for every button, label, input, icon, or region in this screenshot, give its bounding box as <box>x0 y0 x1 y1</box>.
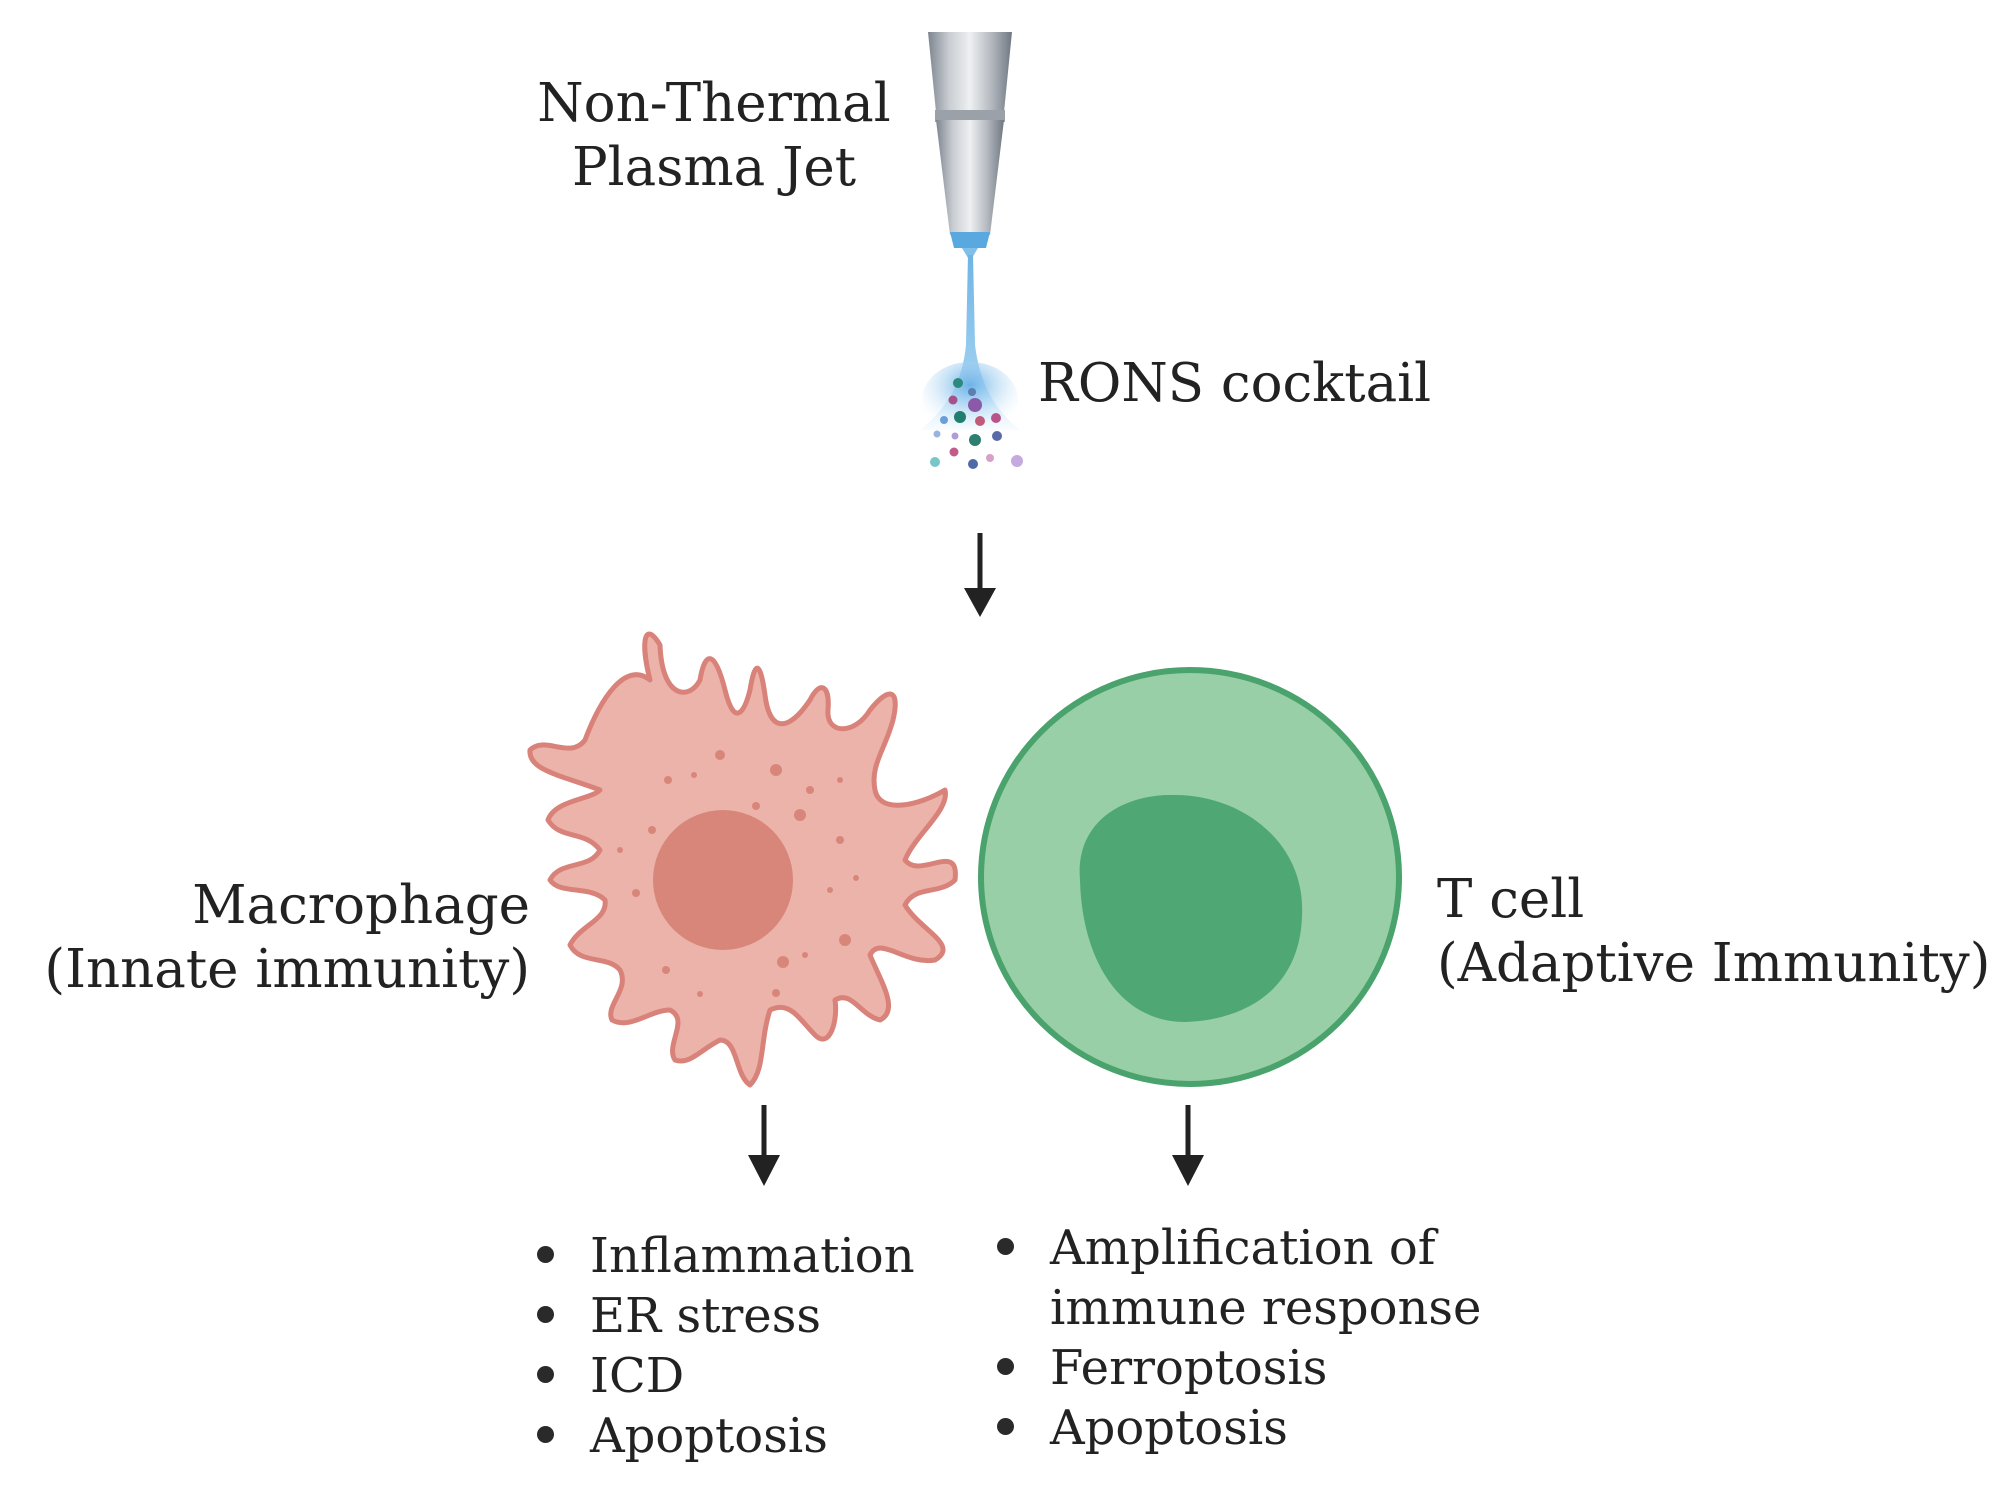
rons-label: RONS cocktail <box>1038 353 1432 414</box>
macrophage-effects-list: Inflammation ER stress ICD Apoptosis <box>537 1226 915 1466</box>
plasma-jet-label-line2: Plasma Jet <box>571 137 857 198</box>
bullet-icon <box>997 1238 1014 1255</box>
bullet-icon <box>537 1306 554 1323</box>
rons-spray-icon <box>920 255 1023 469</box>
list-item: Ferroptosis <box>997 1338 1481 1398</box>
arrow-tcell-to-effects <box>1172 1105 1204 1186</box>
tcell-label-line2: (Adaptive Immunity) <box>1437 933 1991 994</box>
bullet-icon <box>997 1358 1014 1375</box>
effect-text: Apoptosis <box>1050 1400 1288 1456</box>
list-item: ER stress <box>537 1286 915 1346</box>
effect-text: Apoptosis <box>590 1408 828 1464</box>
effect-text: ICD <box>590 1348 685 1404</box>
plasma-jet-label-line1: Non-Thermal <box>537 73 891 134</box>
macrophage-cell-icon <box>527 631 958 1088</box>
list-item: Inflammation <box>537 1226 915 1286</box>
bullet-icon <box>997 1418 1014 1435</box>
effect-text: Inflammation <box>590 1228 915 1284</box>
macrophage-label: Macrophage (Innate immunity) <box>40 874 530 1002</box>
effect-text: Amplification of <box>1050 1220 1436 1276</box>
list-item: Amplification of <box>997 1218 1481 1278</box>
list-item: Apoptosis <box>997 1398 1481 1458</box>
list-item: ICD <box>537 1346 915 1406</box>
arrow-plasma-to-cells <box>964 533 996 617</box>
bullet-icon <box>537 1366 554 1383</box>
arrow-macrophage-to-effects <box>748 1105 780 1186</box>
effect-text: ER stress <box>590 1288 821 1344</box>
bullet-icon <box>537 1246 554 1263</box>
tcell-label: T cell (Adaptive Immunity) <box>1437 868 1990 996</box>
effect-text: Ferroptosis <box>1050 1340 1328 1396</box>
macrophage-label-line1: Macrophage <box>192 875 530 936</box>
macrophage-label-line2: (Innate immunity) <box>44 939 530 1000</box>
tcell-label-line1: T cell <box>1437 869 1585 930</box>
list-item: Apoptosis <box>537 1406 915 1466</box>
tcell-effects-list: Amplification of immune response Ferropt… <box>997 1218 1481 1458</box>
bullet-icon <box>537 1426 554 1443</box>
plasma-jet-nozzle-icon <box>928 32 1012 258</box>
effect-text: immune response <box>1050 1280 1482 1336</box>
plasma-jet-label: Non-Thermal Plasma Jet <box>518 72 910 200</box>
t-cell-icon <box>978 667 1402 1087</box>
list-item-continuation: immune response <box>997 1278 1481 1338</box>
